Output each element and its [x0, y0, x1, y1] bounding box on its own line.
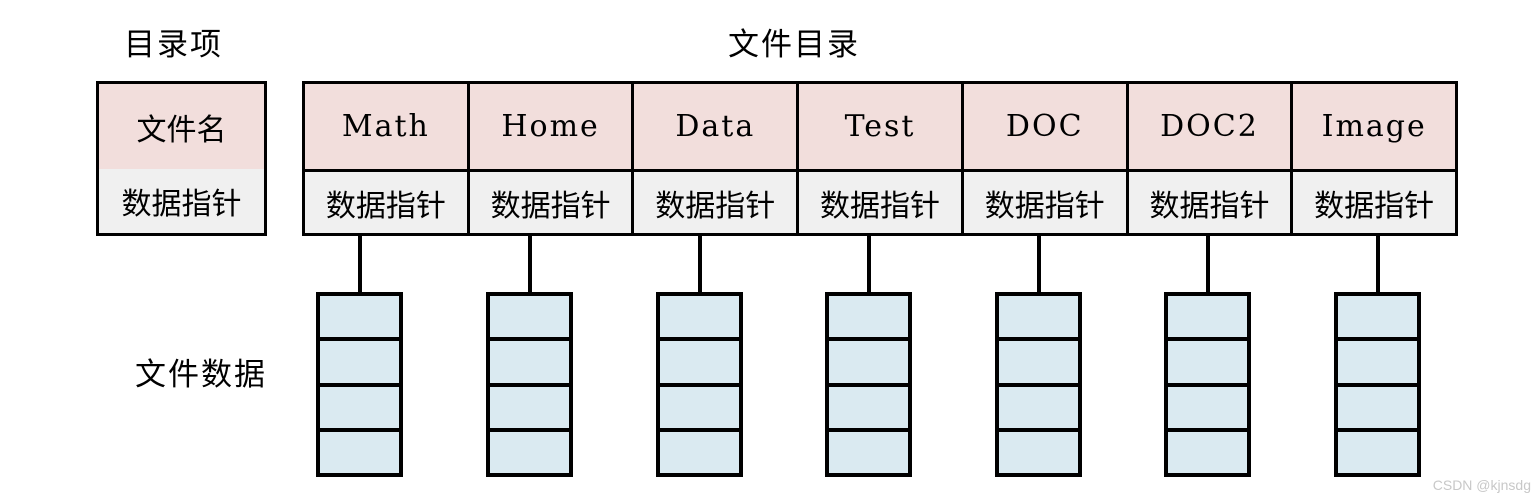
file-data-cell [1168, 296, 1247, 342]
pointer-connector-line [1036, 236, 1041, 296]
file-data-cell [1338, 431, 1417, 473]
file-data-cell [829, 431, 908, 473]
entry-title: 目录项 [124, 27, 223, 63]
pointer-connector-line [697, 236, 702, 296]
directory-entry-data-pointer: 数据指针 [634, 172, 797, 233]
file-data-block[interactable] [995, 292, 1082, 477]
directory-entry-file-name: Test [799, 84, 961, 172]
directory-entry-data-pointer: 数据指针 [1128, 172, 1291, 233]
directory-entry-data-pointer: 数据指针 [469, 172, 632, 233]
pointer-connector-line [866, 236, 871, 296]
directory-entry-file-name: Data [634, 84, 797, 172]
file-data-cell [320, 341, 399, 387]
file-data-cell [320, 386, 399, 432]
file-data-cell [490, 296, 569, 342]
file-data-block[interactable] [656, 292, 743, 477]
file-data-cell [1338, 296, 1417, 342]
directory-entry-data-pointer: 数据指针 [1293, 172, 1456, 233]
file-data-cell [660, 341, 739, 387]
file-data-cell [490, 386, 569, 432]
file-data-cell [660, 431, 739, 473]
pointer-connector-line [1205, 236, 1210, 296]
pointer-connector-line [1375, 236, 1380, 296]
file-data-block[interactable] [316, 292, 403, 477]
file-data-block[interactable] [1164, 292, 1251, 477]
directory-entry-file-name: Math [305, 84, 467, 172]
file-data-block[interactable] [825, 292, 912, 477]
file-data-cell [1168, 386, 1247, 432]
file-data-cell [490, 431, 569, 473]
file-data-cell [999, 386, 1078, 432]
watermark: CSDN @kjnsdg [1432, 477, 1531, 493]
directory-entry-file-name: DOC2 [1128, 84, 1291, 172]
directory-entry-file-name: DOC [963, 84, 1126, 172]
file-data-cell [1168, 431, 1247, 473]
file-data-cell [829, 386, 908, 432]
directory-entry-file-name: Image [1293, 84, 1456, 172]
directory-title: 文件目录 [728, 27, 860, 63]
directory-entry-data-pointer: 数据指针 [305, 172, 467, 233]
file-data-cell [829, 341, 908, 387]
file-data-block[interactable] [486, 292, 573, 477]
legend-file-name-cell: 文件名 [99, 84, 264, 172]
file-data-cell [829, 296, 908, 342]
file-data-block[interactable] [1334, 292, 1421, 477]
file-data-cell [1168, 341, 1247, 387]
file-data-cell [320, 431, 399, 473]
file-data-cell [1338, 341, 1417, 387]
file-data-cell [320, 296, 399, 342]
file-data-label: 文件数据 [135, 357, 267, 393]
pointer-connector-line [527, 236, 532, 296]
file-data-cell [999, 296, 1078, 342]
pointer-connector-line [357, 236, 362, 296]
directory-entry-data-pointer: 数据指针 [963, 172, 1126, 233]
file-data-cell [660, 296, 739, 342]
directory-entry-legend: 文件名 数据指针 [96, 81, 267, 236]
file-data-cell [660, 386, 739, 432]
file-data-cell [999, 431, 1078, 473]
legend-data-pointer-cell: 数据指针 [99, 169, 264, 233]
file-data-cell [1338, 386, 1417, 432]
directory-entry-data-pointer: 数据指针 [799, 172, 961, 233]
directory-entry-file-name: Home [469, 84, 632, 172]
file-data-cell [490, 341, 569, 387]
file-data-cell [999, 341, 1078, 387]
